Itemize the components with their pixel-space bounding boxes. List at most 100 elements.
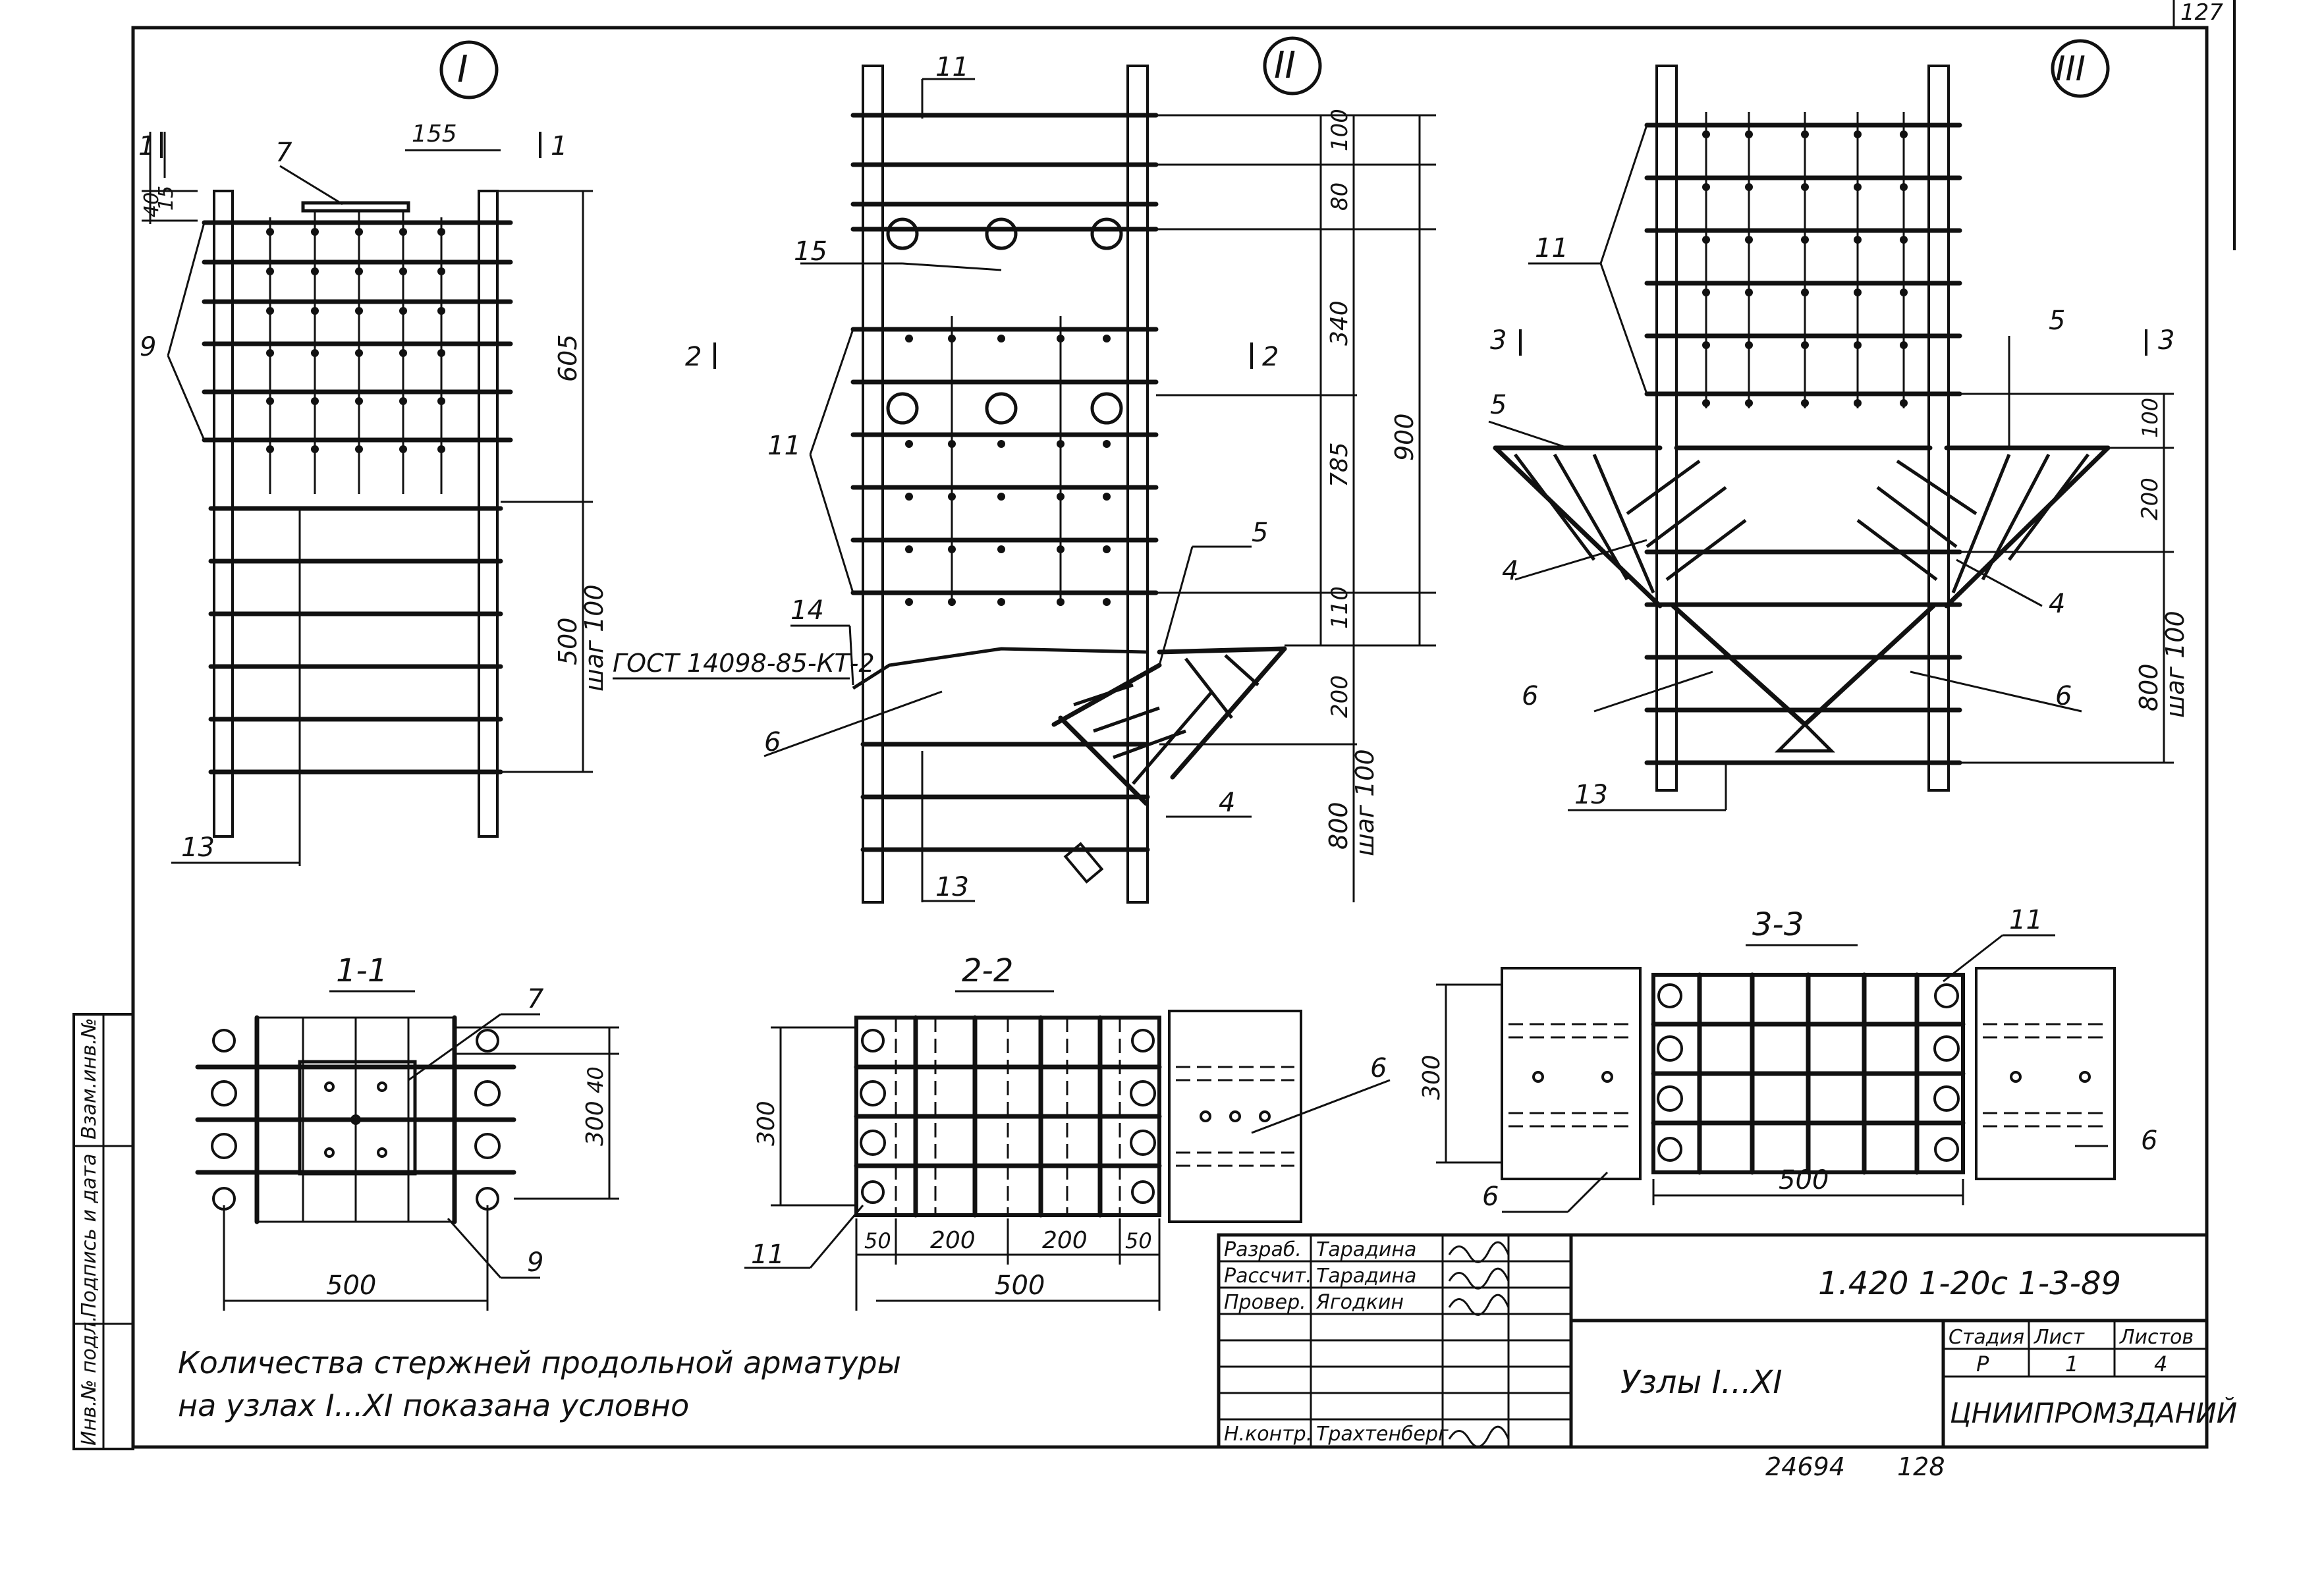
- signature-4: [1448, 1425, 1510, 1448]
- pos-s2-6: 6: [1370, 1053, 1387, 1083]
- dim-1-step: шаг 100: [580, 584, 609, 692]
- pos-7: 7: [275, 138, 292, 168]
- pos-s1-9: 9: [527, 1247, 543, 1278]
- dim-2-785: 785: [1326, 442, 1353, 487]
- section-mark-1-right: 1: [551, 131, 567, 161]
- dim-2-900: 900: [1390, 413, 1419, 461]
- pos-2-11-top: 11: [935, 52, 969, 82]
- dim-2-110: 110: [1327, 586, 1353, 629]
- pos-s3-11: 11: [2009, 905, 2043, 935]
- gost-label: ГОСТ 14098-85-КТ-2: [613, 649, 875, 678]
- dim-3-step: шаг 100: [2161, 611, 2190, 718]
- signature-3: [1448, 1294, 1510, 1316]
- dim-1-40: 40: [140, 192, 163, 217]
- dim-2-200: 200: [1327, 675, 1353, 718]
- pos-3-5-right: 5: [2049, 306, 2065, 336]
- role-norm-control: Н.контр.: [1224, 1423, 1312, 1446]
- sheets-value: 4: [2154, 1352, 2167, 1377]
- general-note: Количества стержней продольной арматуры …: [178, 1345, 901, 1423]
- dim-s2-300: 300: [753, 1101, 780, 1146]
- pos-2-13: 13: [935, 872, 969, 902]
- dim-1-605: 605: [553, 334, 582, 382]
- view-node-2: II: [613, 36, 1436, 904]
- side-inv-replace: Взам.инв.№: [78, 1018, 101, 1139]
- view-node-3: III: [1488, 39, 2190, 811]
- dim-s2-200b: 200: [1042, 1227, 1088, 1254]
- pos-3-4-left: 4: [1502, 556, 1518, 586]
- dim-2-800: 800: [1324, 802, 1353, 850]
- dim-s2-200a: 200: [930, 1227, 976, 1254]
- pos-3-11: 11: [1535, 233, 1568, 263]
- section-2-2-title: 2-2: [962, 952, 1013, 989]
- dim-3-100: 100: [2138, 398, 2163, 438]
- signature-1: [1448, 1241, 1510, 1263]
- pos-s3-6-right: 6: [2141, 1126, 2157, 1156]
- pos-3-13: 13: [1574, 780, 1608, 810]
- dim-3-800: 800: [2134, 663, 2163, 711]
- sheet-title: Узлы I...XI: [1620, 1364, 1783, 1401]
- pos-s2-11: 11: [751, 1240, 785, 1270]
- dim-s3-500: 500: [1779, 1165, 1829, 1195]
- pos-3-6-right: 6: [2055, 681, 2072, 711]
- pos-s3-6-left: 6: [1482, 1182, 1499, 1212]
- note-line-2: на узлах I...XI показана условно: [178, 1388, 689, 1423]
- note-line-1: Количества стержней продольной арматуры: [178, 1345, 901, 1380]
- name-norm-control: Трахтенберг: [1316, 1423, 1449, 1446]
- section-3-3-title: 3-3: [1752, 906, 1804, 943]
- view-1-title: I: [457, 48, 468, 91]
- side-inv-orig: Инв.№ подл.: [78, 1316, 101, 1446]
- pos-2-5: 5: [1252, 518, 1268, 548]
- pos-2-14: 14: [790, 595, 824, 626]
- archive-number: 24694: [1765, 1452, 1845, 1481]
- dim-1-15: 15: [155, 186, 178, 211]
- view-1-marker: [439, 40, 499, 99]
- section-3-3: 3-3: [1418, 905, 2157, 1213]
- title-block: Разраб. Тарадина Рассчит. Тарадина Прове…: [1217, 1233, 2237, 1481]
- pos-9: 9: [140, 332, 156, 362]
- plate-6-sec2: [1168, 1010, 1302, 1223]
- pos-2-11: 11: [767, 431, 801, 461]
- section-mark-3-right: 3: [2158, 325, 2174, 356]
- sheet-frame: 1 2 7: [131, 0, 2236, 1449]
- role-checker: Провер.: [1224, 1291, 1306, 1314]
- dim-2-340: 340: [1326, 300, 1353, 346]
- dim-2-100: 100: [1327, 109, 1353, 151]
- section-1-1-title: 1-1: [336, 952, 387, 989]
- corner-number: 127: [2180, 0, 2223, 26]
- name-checker: Ягодкин: [1315, 1291, 1404, 1314]
- plate-7-section: [298, 1060, 417, 1176]
- section-mark-2-left: 2: [685, 342, 702, 372]
- sheet-label: Лист: [2034, 1326, 2086, 1349]
- section-mark-3-left: 3: [1490, 325, 1507, 356]
- dim-s1-300: 300: [582, 1101, 609, 1146]
- dim-s2-500: 500: [995, 1270, 1045, 1301]
- dim-1-500: 500: [553, 617, 582, 665]
- view-3-marker: [2051, 39, 2110, 98]
- pos-3-6-left: 6: [1522, 681, 1538, 711]
- view-3-title: III: [2055, 49, 2086, 89]
- dim-s2-50a: 50: [864, 1228, 891, 1253]
- dim-s3-300: 300: [1418, 1054, 1445, 1100]
- stage-value: Р: [1976, 1352, 1989, 1377]
- dim-3-200: 200: [2137, 478, 2163, 520]
- side-stamp: Взам.инв.№ Подпись и дата Инв.№ подл.: [72, 1013, 134, 1450]
- name-developer: Тарадина: [1316, 1238, 1416, 1261]
- view-node-1: I: [138, 40, 609, 866]
- plate-6-sec3-left: [1501, 967, 1642, 1180]
- section-2-2: 2-2: [744, 952, 1391, 1311]
- pos-13: 13: [181, 833, 215, 863]
- section-mark-2-right: 2: [1262, 342, 1279, 372]
- pos-2-6: 6: [764, 727, 781, 757]
- dim-s1-500: 500: [326, 1270, 376, 1301]
- sheet-value: 1: [2065, 1352, 2078, 1377]
- dim-s1-40: 40: [583, 1066, 608, 1093]
- section-mark-1-left: 1: [138, 131, 155, 161]
- side-signature-date: Подпись и дата: [78, 1154, 101, 1318]
- pos-3-4-right: 4: [2049, 589, 2065, 619]
- role-calculator: Рассчит.: [1224, 1265, 1312, 1288]
- dim-s2-50b: 50: [1125, 1228, 1152, 1253]
- organization: ЦНИИПРОМЗДАНИЙ: [1950, 1396, 2237, 1429]
- pos-3-5-left: 5: [1490, 390, 1507, 420]
- stage-label: Стадия: [1949, 1326, 2024, 1349]
